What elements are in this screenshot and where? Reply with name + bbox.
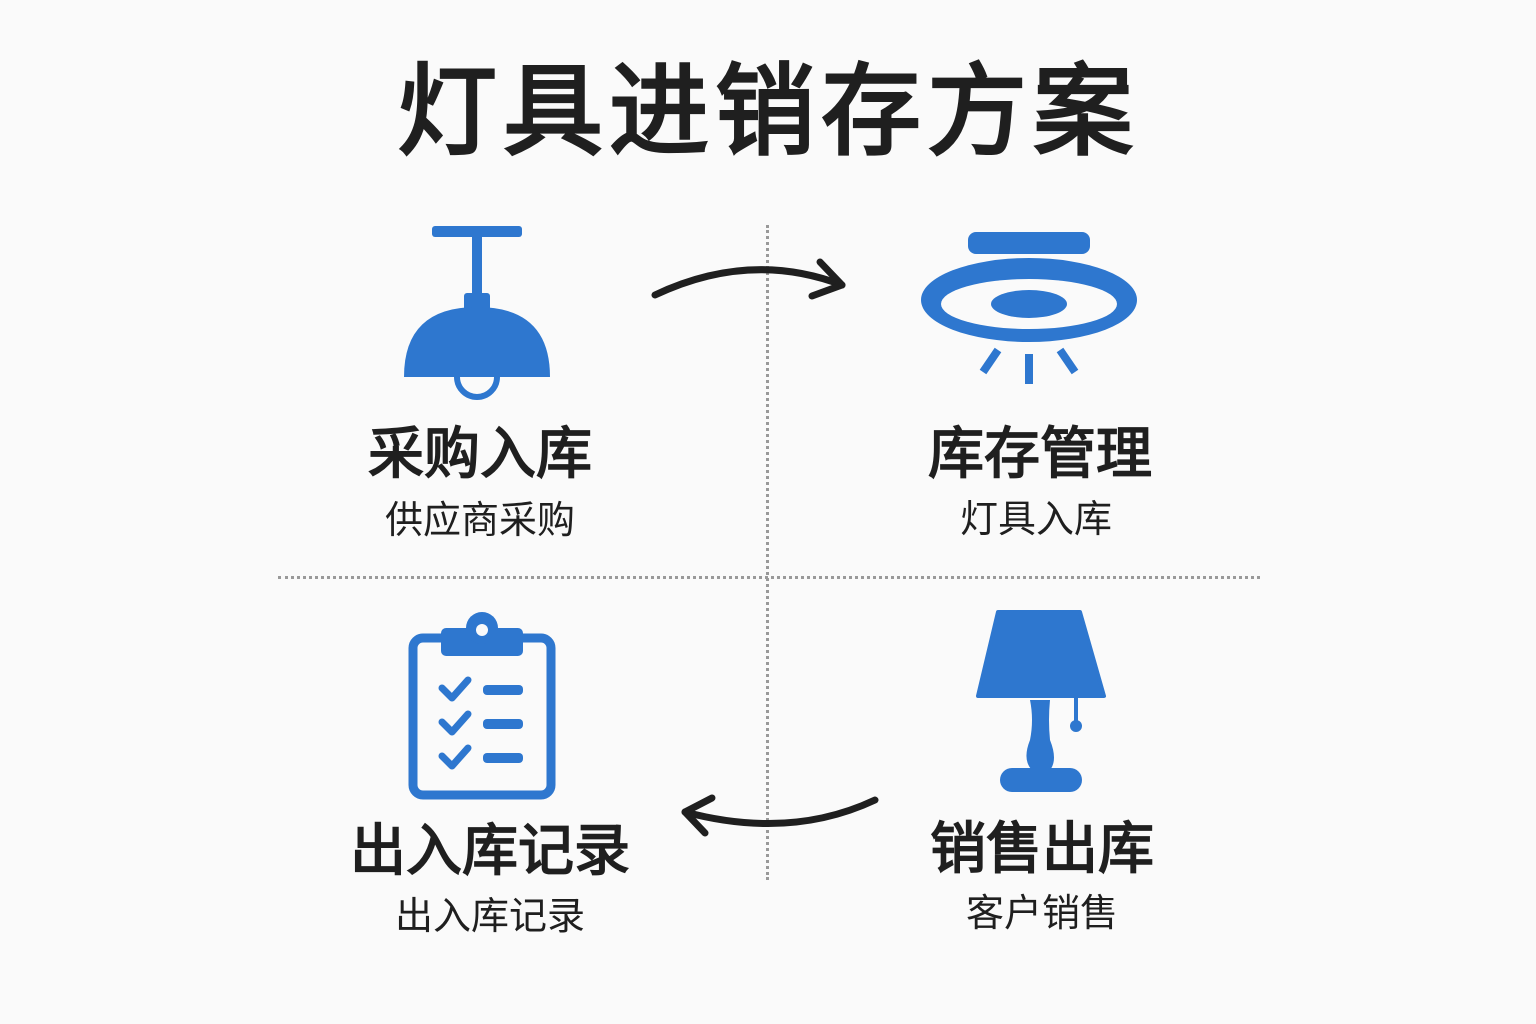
ceiling-light-icon	[921, 232, 1137, 384]
quadrant-label-inventory: 库存管理	[928, 422, 1152, 487]
clipboard-checklist-icon	[408, 612, 556, 800]
quadrant-sub-purchase: 供应商采购	[384, 498, 575, 542]
quadrant-label-records: 出入库记录	[350, 819, 630, 884]
quadrant-sub-records: 出入库记录	[394, 894, 585, 938]
quadrant-label-purchase: 采购入库	[368, 422, 592, 487]
quadrant-sub-inventory: 灯具入库	[959, 497, 1112, 541]
quadrant-sub-sales: 客户销售	[965, 891, 1118, 935]
pendant-lamp-icon	[404, 226, 550, 400]
horizontal-divider	[278, 576, 1260, 579]
vertical-divider	[766, 225, 769, 880]
page-title: 灯具进销存方案	[397, 53, 1139, 170]
table-lamp-icon	[976, 610, 1106, 792]
quadrant-label-sales: 销售出库	[930, 817, 1154, 882]
